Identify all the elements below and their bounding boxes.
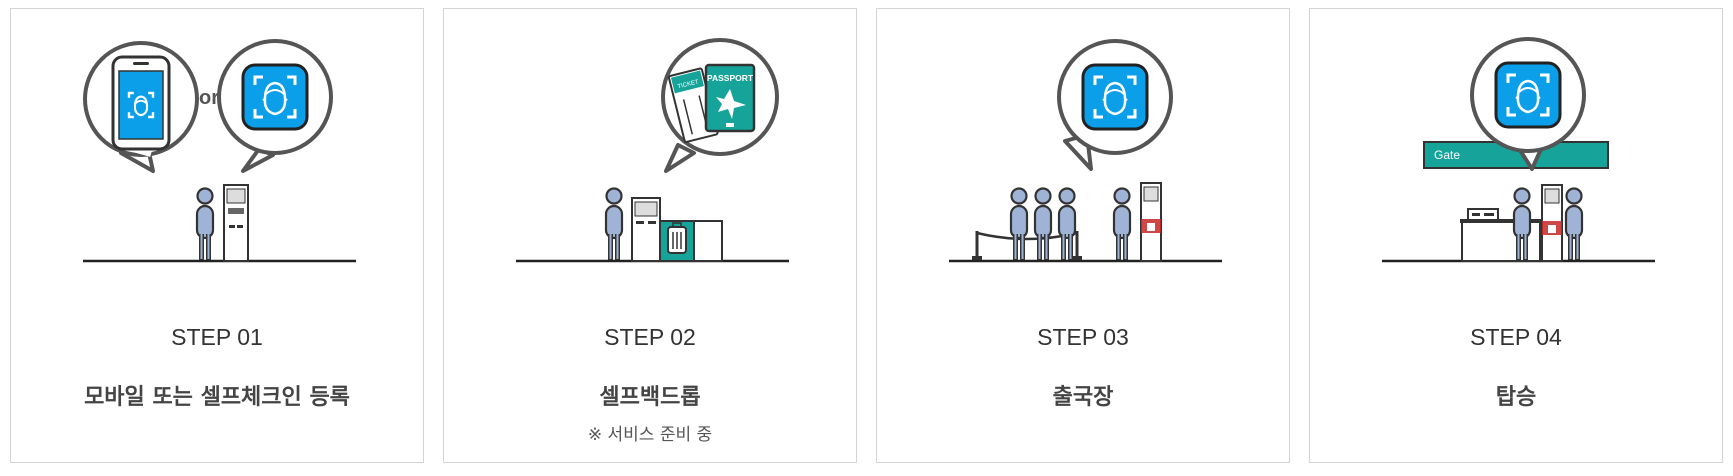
passenger-figure [1035, 189, 1051, 261]
step-card-1[interactable]: or STEP 01 모바일 또는 셀프체크인 등록 [10, 8, 424, 463]
boarding-counter-icon [1460, 208, 1542, 262]
passenger-figure [1011, 189, 1027, 261]
step-card-2[interactable]: TICKET PASSPORT STEP [443, 8, 857, 463]
step-label: STEP 02 [604, 324, 696, 350]
step-02-illustration: TICKET PASSPORT [516, 38, 789, 279]
step-01-illustration: or [83, 39, 356, 279]
step-label: STEP 01 [171, 324, 263, 350]
passport-text: PASSPORT [707, 73, 754, 83]
phone-face-icon [111, 55, 171, 151]
passport-icon: PASSPORT [704, 63, 756, 133]
step-title: 셀프백드롭 [599, 385, 701, 410]
passenger-figure [606, 189, 622, 261]
step-title: 탑승 [1495, 385, 1537, 410]
face-scan-icon [1494, 61, 1562, 129]
step-04-illustration: Gate [1382, 37, 1655, 279]
service-note: ※ 서비스 준비 중 [587, 425, 713, 445]
ticket-text: TICKET [677, 79, 699, 90]
step-label: STEP 04 [1470, 324, 1562, 350]
bag-drop-machine-icon [631, 197, 723, 262]
step-title: 모바일 또는 셀프체크인 등록 [84, 385, 350, 410]
kiosk-icon [223, 184, 249, 262]
passenger-figure [197, 189, 213, 261]
e-gate-icon [1140, 182, 1162, 262]
passenger-figure [1059, 189, 1075, 261]
face-scan-icon [1081, 63, 1149, 131]
step-card-4[interactable]: Gate STEP 04 탑승 [1309, 8, 1723, 463]
step-03-illustration [949, 39, 1222, 279]
or-label: or [199, 87, 219, 109]
face-scan-icon [241, 63, 309, 131]
gate-label: Gate [1434, 148, 1460, 162]
step-title: 출국장 [1052, 385, 1114, 410]
step-card-3[interactable]: STEP 03 출국장 [876, 8, 1290, 463]
passenger-figure [1114, 189, 1130, 261]
step-label: STEP 03 [1037, 324, 1129, 350]
passenger-figure [1566, 189, 1582, 261]
boarding-gate-icon [1541, 184, 1563, 262]
